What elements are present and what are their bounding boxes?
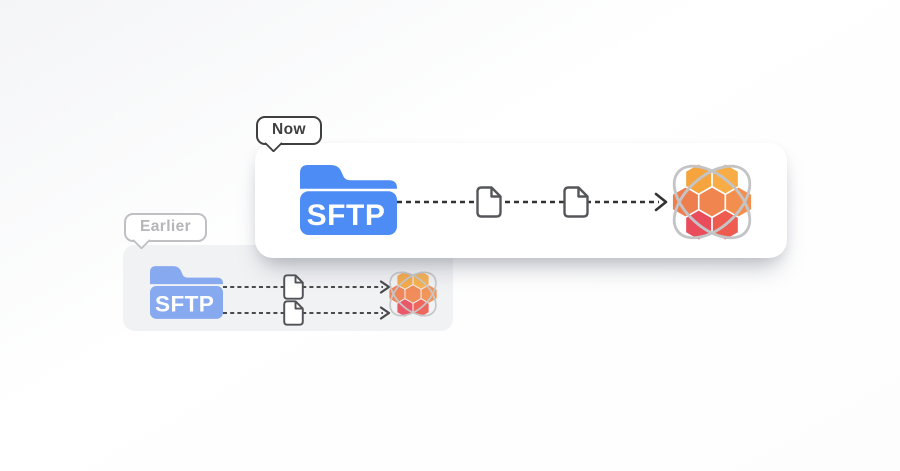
folder-back <box>150 266 223 285</box>
earlier-badge-label: Earlier <box>140 218 192 235</box>
now-dashed-arrow <box>397 192 668 212</box>
now-badge: Now <box>256 116 322 153</box>
file-fold-corner <box>490 187 501 198</box>
hexagon-cluster <box>389 271 437 317</box>
arrowhead <box>379 306 391 320</box>
now-folder-label: SFTP <box>307 199 386 232</box>
earlier-file-document-icon-1 <box>283 274 304 300</box>
file-fold-corner <box>294 301 303 310</box>
now-file-document-icon-2 <box>563 186 589 218</box>
earlier-badge: Earlier <box>124 213 208 250</box>
arrowhead <box>379 280 391 294</box>
arrowhead <box>654 192 668 212</box>
now-keboola-hexagon-orbit-logo <box>672 164 752 240</box>
file-fold-corner <box>294 275 303 284</box>
hexagon-cluster <box>672 164 752 240</box>
earlier-sftp-folder-icon: SFTP <box>150 266 223 319</box>
now-sftp-folder-icon: SFTP <box>300 165 397 235</box>
now-badge-label: Now <box>272 121 306 138</box>
earlier-folder-label: SFTP <box>155 291 214 316</box>
earlier-dashed-arrow-1 <box>223 280 391 294</box>
folder-back <box>300 165 397 189</box>
now-file-document-icon-1 <box>476 186 502 218</box>
orbit-rings <box>672 164 752 240</box>
folder-front <box>300 191 397 235</box>
orbit-rings <box>389 271 437 317</box>
file-fold-corner <box>577 187 588 198</box>
earlier-file-document-icon-2 <box>283 300 304 326</box>
earlier-keboola-hexagon-orbit-logo <box>389 271 437 317</box>
earlier-dashed-arrow-2 <box>223 306 391 320</box>
folder-front <box>150 285 223 319</box>
